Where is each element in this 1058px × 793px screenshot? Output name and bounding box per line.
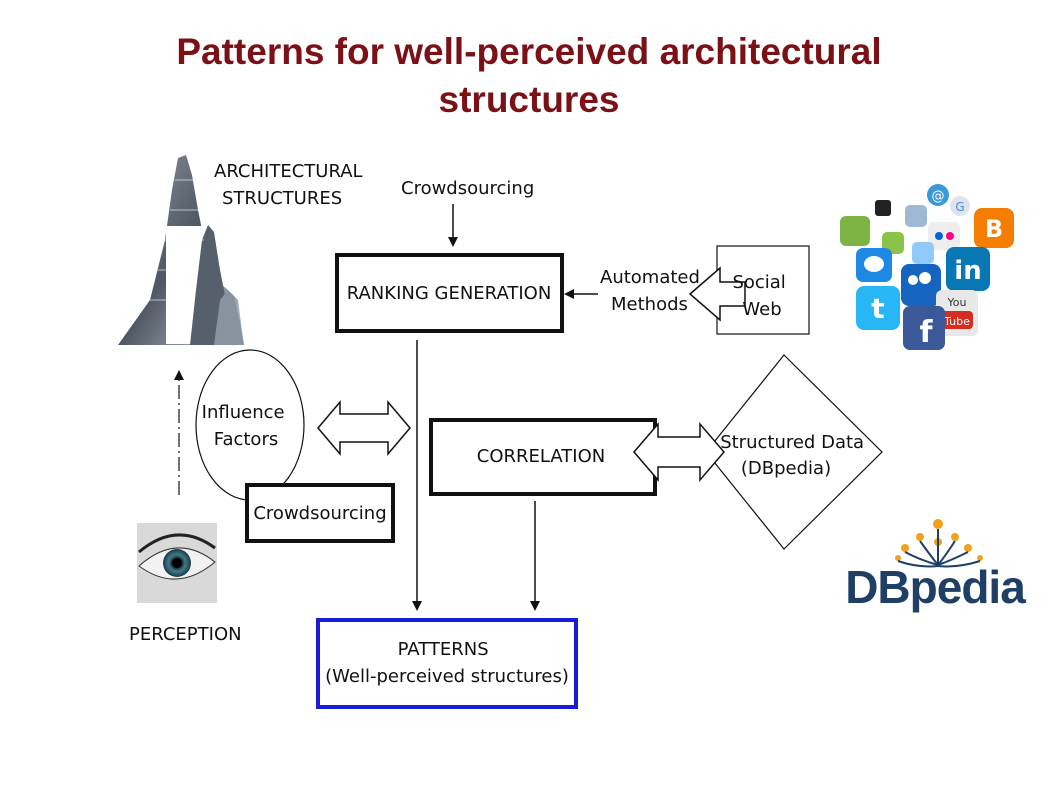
patterns-label: PATTERNS (Well-perceived structures) [325, 639, 569, 687]
delicious-icon [875, 200, 891, 216]
title-line-1: Patterns for well-perceived architectura… [176, 31, 882, 72]
perception-eye-image [137, 523, 217, 603]
social-icon-green [840, 216, 870, 246]
influence-correlation-double-arrow [317, 399, 411, 457]
svg-text:You: You [947, 296, 967, 309]
dbpedia-logo-text: DBpedia [845, 561, 1026, 613]
email-icon [927, 184, 949, 206]
svg-text:t: t [871, 292, 884, 325]
ranking-generation-box [335, 253, 564, 333]
svg-text:G: G [955, 200, 964, 214]
social-web-label: Social Web [732, 272, 791, 320]
ranking-generation-label: RANKING GENERATION [347, 283, 552, 304]
crowdsourcing-top-label: Crowdsourcing [401, 178, 534, 199]
social-to-automated-hollow-arrow [688, 266, 746, 322]
svg-text:@: @ [932, 189, 945, 204]
blogger-icon [974, 208, 1014, 248]
twitter-icon [856, 286, 900, 330]
structured-data-label: Structured Data (DBpedia) [720, 432, 870, 479]
patterns-box [316, 618, 578, 709]
social-icon-blue [905, 205, 927, 227]
facebook-icon [903, 306, 945, 350]
social-icon-lightblue [912, 242, 934, 264]
myspace-icon [901, 264, 941, 306]
architectural-structures-label: ARCHITECTURAL STRUCTURES [214, 161, 368, 209]
dbpedia-logo: DBpedia [845, 519, 1027, 613]
structured-data-diamond [705, 354, 883, 550]
correlation-box [429, 418, 657, 496]
svg-text:f: f [919, 315, 933, 350]
influence-factors-label: Influence Factors [202, 402, 291, 450]
influence-factors-circle [195, 349, 305, 501]
svg-text:Tube: Tube [943, 315, 970, 328]
crowdsourcing-bottom-label: Crowdsourcing [253, 503, 386, 524]
title-line-2: structures [438, 79, 620, 120]
svg-text:B: B [985, 215, 1003, 243]
crowdsourcing-bottom-box [245, 483, 395, 543]
svg-text:in: in [954, 256, 981, 286]
architectural-structures-image [118, 155, 244, 345]
correlation-label: CORRELATION [477, 446, 605, 467]
correlation-structured-double-arrow [633, 421, 725, 483]
page-title: Patterns for well-perceived architectura… [0, 28, 1058, 124]
automated-methods-label: Automated Methods [600, 267, 706, 315]
social-media-icons: @ G B in t You Tube f [840, 184, 1014, 350]
flickr-icon [928, 222, 960, 250]
linkedin-icon [946, 247, 990, 291]
google-icon [950, 196, 970, 216]
perception-label: PERCEPTION [129, 624, 242, 645]
